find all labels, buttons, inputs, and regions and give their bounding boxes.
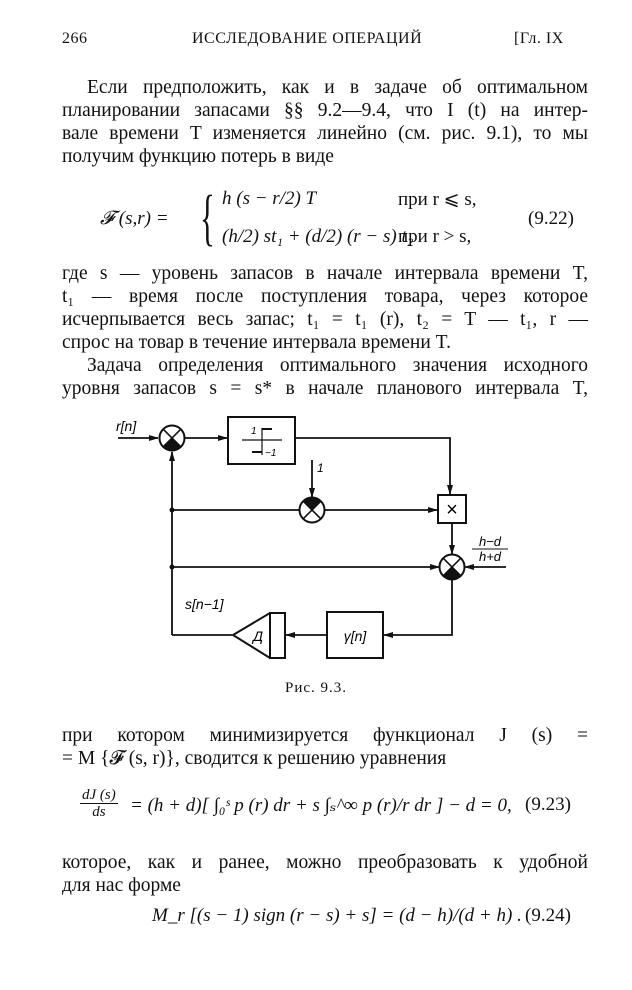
text-line: уровня запасов s = s* в начале планового…: [62, 378, 588, 399]
junction-dot: [169, 564, 175, 570]
eq-case1: h (s − r/2) T: [222, 188, 317, 209]
gain-numerator: h−d: [479, 534, 502, 549]
eq-case2-cond: при r > s,: [398, 226, 472, 247]
constant-label: 1: [317, 461, 324, 475]
running-title: ИССЛЕДОВАНИЕ ОПЕРАЦИЙ: [192, 30, 423, 47]
eq-lhs: 𝓕 (s,r) =: [100, 208, 169, 229]
junction-dot: [169, 507, 175, 513]
eq-number: (9.24): [525, 905, 571, 926]
eq-lhs-num: dJ (s): [82, 787, 116, 803]
eq-lhs-den: ds: [92, 804, 106, 820]
text-line: вале времени T изменяется линейно (см. р…: [62, 123, 588, 144]
text-line: для нас форме: [62, 875, 181, 896]
svg-text:×: ×: [446, 499, 458, 521]
summing-junction-output: [438, 553, 466, 581]
relay-block: 1 −1: [227, 416, 296, 465]
text-line: исчерпывается весь запас; t₁ = t₁ (r), t…: [62, 309, 588, 330]
summing-junction-input: [158, 424, 186, 452]
page-number: 266: [62, 30, 88, 47]
svg-text:γ[n]: γ[n]: [344, 628, 368, 644]
gain-denominator: h+d: [479, 549, 502, 564]
eq-case2: (h/2) st₁ + (d/2) (r − s) t₂: [222, 226, 414, 247]
eq-body: = (h + d)[ ∫₀ˢ p (r) dr + s ∫ₛ^∞ p (r)/r…: [130, 795, 512, 816]
text-line: получим функцию потерь в виде: [62, 146, 334, 167]
feedback-label: s[n−1]: [185, 596, 225, 612]
eq-number: (9.22): [528, 208, 574, 229]
eq-case1-cond: при r ⩽ s,: [398, 189, 477, 210]
text-line: Задача определения оптимального значения…: [87, 355, 588, 376]
summing-junction-constant: [298, 496, 326, 524]
brace: {: [200, 184, 215, 252]
figure-caption: Рис. 9.3.: [284, 680, 348, 696]
text-line: при котором минимизируется функционал J …: [62, 725, 588, 746]
svg-text:−1: −1: [265, 448, 276, 459]
text-line: планировании запасами §§ 9.2—9.4, что I …: [62, 100, 588, 121]
text-line: t₁ — время после поступления товара, чер…: [62, 286, 588, 307]
svg-text:1: 1: [251, 426, 257, 437]
multiplier-block: ×: [437, 494, 467, 524]
chapter-label: [Гл. IX: [514, 30, 564, 47]
gamma-block: γ[n]: [326, 611, 384, 659]
text-line: где s — уровень запасов в начале интерва…: [62, 263, 588, 284]
text-line: которое, как и ранее, можно преобразоват…: [62, 852, 588, 873]
eq-number: (9.23): [525, 794, 571, 815]
eq-body: M_r [(s − 1) sign (r − s) + s] = (d − h)…: [152, 905, 522, 926]
input-label: r[n]: [116, 418, 137, 434]
delay-block: Д: [231, 612, 286, 659]
text-line: Если предположить, как и в задаче об опт…: [87, 77, 588, 98]
text-line: спрос на товар в течение интервала време…: [62, 332, 451, 353]
text-line: = M {𝓕 (s, r)}, сводится к решению уравн…: [62, 748, 447, 769]
svg-text:Д: Д: [251, 628, 263, 644]
